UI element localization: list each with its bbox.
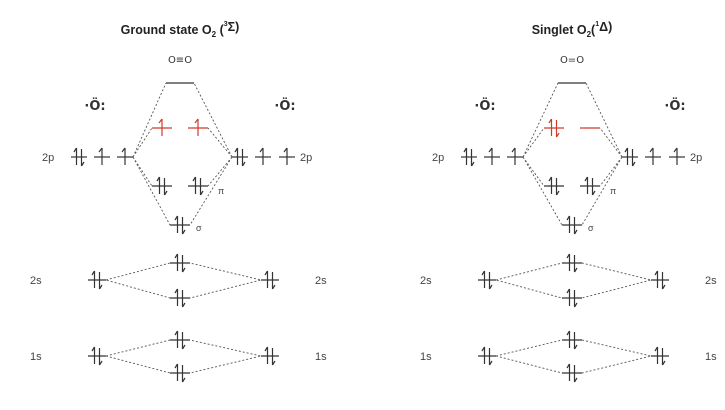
right-2p-electrons-2: [259, 147, 264, 165]
sigma-star-2s-electrons: [174, 253, 186, 273]
pi-label: π: [218, 186, 224, 196]
molecule-formula: O=O: [560, 55, 584, 66]
title-close: ): [235, 20, 239, 34]
right-atom-lewis: ·Ö:: [664, 98, 685, 114]
left-atom-lewis: ·Ö:: [84, 98, 105, 114]
right-2p-label: 2p: [690, 152, 702, 164]
title-symbol: Δ: [599, 20, 608, 34]
pi-electrons-1: [548, 176, 560, 196]
left-1s-electrons: [91, 346, 103, 366]
right-2s-electrons: [654, 270, 666, 290]
pi-electrons-2: [192, 176, 204, 196]
left-1s-label: 1s: [30, 351, 42, 363]
right-1s-label: 1s: [705, 351, 717, 363]
left-2p-electrons-1: [73, 147, 85, 167]
title-symbol: Σ: [228, 20, 236, 34]
left-1s-label: 1s: [420, 351, 432, 363]
title-open: (: [591, 23, 596, 37]
left-2p-electrons-2: [488, 147, 493, 165]
sigma-label: σ: [588, 223, 594, 233]
1s-connectors: [105, 339, 262, 374]
pi-star-electron-1: [158, 118, 163, 136]
sigma-1s-electrons: [174, 363, 186, 383]
left-2s-electrons: [91, 270, 103, 290]
sigma-star-1s-electrons: [174, 330, 186, 350]
right-2p-electrons-2: [649, 147, 654, 165]
right-2p-electrons-1: [624, 147, 636, 167]
left-2p-label: 2p: [432, 152, 444, 164]
left-2s-label: 2s: [420, 275, 432, 287]
title-sup: 3: [224, 21, 228, 28]
right-1s-electrons: [264, 346, 276, 366]
pi-electrons-1: [156, 176, 168, 196]
right-1s-label: 1s: [315, 351, 327, 363]
pi-electrons-2: [584, 176, 596, 196]
left-2s-label: 2s: [30, 275, 42, 287]
sigma-2p-electrons: [566, 215, 578, 235]
p-right-connectors: [189, 82, 233, 226]
p-left-connectors: [132, 82, 171, 226]
sigma-2p-electrons: [174, 215, 186, 235]
left-1s-electrons: [481, 346, 493, 366]
1s-connectors: [495, 339, 652, 374]
left-2s-electrons: [481, 270, 493, 290]
sigma-2s-electrons: [174, 288, 186, 308]
title-sup: 1: [595, 21, 599, 28]
sigma-label: σ: [196, 223, 202, 233]
right-2s-electrons: [264, 270, 276, 290]
right-2s-label: 2s: [315, 275, 327, 287]
right-2p-electrons-1: [234, 147, 246, 167]
title-sub: 2: [587, 30, 592, 39]
p-left-connectors: [522, 82, 563, 226]
sigma-star-2s-electrons: [566, 253, 578, 273]
pi-star-electron-pair: [548, 118, 560, 138]
title-close: ): [608, 20, 612, 34]
title-sub: 2: [212, 30, 217, 39]
left-2p-electrons-2: [98, 147, 103, 165]
panel-title: Ground state O2 (3Σ): [121, 20, 240, 39]
right-1s-electrons: [654, 346, 666, 366]
right-2p-label: 2p: [300, 152, 312, 164]
left-2p-electrons-3: [121, 147, 126, 165]
left-atom-lewis: ·Ö:: [474, 98, 495, 114]
molecule-formula: O≡O: [168, 55, 192, 66]
sigma-1s-electrons: [566, 363, 578, 383]
left-2p-electrons-1: [463, 147, 475, 167]
pi-star-electron-2: [194, 118, 199, 136]
title-main: Singlet O: [532, 23, 587, 37]
panel-singlet: Singlet O2(1Δ) O=O ·Ö: ·Ö: π σ 2p 2p 2s 2s 1s 1s: [420, 20, 717, 383]
2s-connectors: [104, 262, 262, 299]
pi-label: π: [610, 186, 616, 196]
right-2p-electrons-3: [283, 147, 288, 165]
panel-title: Singlet O2(1Δ): [532, 20, 613, 39]
sigma-star-1s-electrons: [566, 330, 578, 350]
right-2p-electrons-3: [673, 147, 678, 165]
sigma-2s-electrons: [566, 288, 578, 308]
title-main: Ground state O: [121, 23, 212, 37]
p-right-connectors: [581, 82, 623, 226]
2s-connectors: [494, 262, 652, 299]
panel-ground-state: Ground state O2 (3Σ) O≡O ·Ö: ·Ö: π σ 2p 2p 2s 2s 1…: [30, 20, 327, 383]
title-open: (: [216, 23, 224, 37]
left-2p-electrons-3: [511, 147, 516, 165]
right-atom-lewis: ·Ö:: [274, 98, 295, 114]
left-2p-label: 2p: [42, 152, 54, 164]
right-2s-label: 2s: [705, 275, 717, 287]
